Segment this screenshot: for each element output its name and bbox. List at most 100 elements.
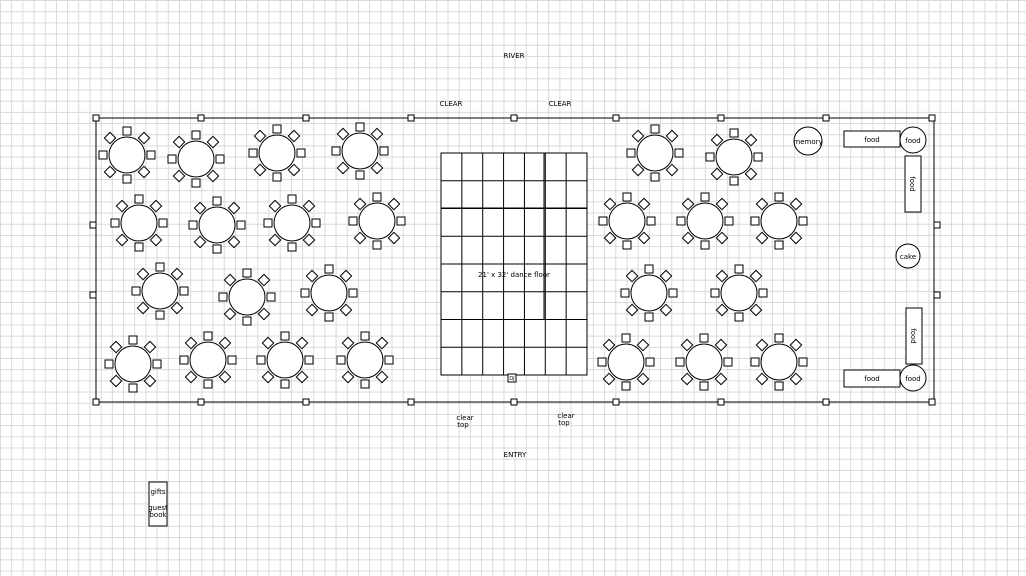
chair: [324, 264, 334, 274]
chair: [341, 370, 355, 384]
round-table: [750, 192, 808, 250]
chair: [370, 127, 384, 141]
table-top: [198, 206, 236, 244]
tables: [98, 122, 808, 393]
chair: [143, 374, 157, 388]
chair: [755, 231, 769, 245]
table-top: [273, 204, 311, 242]
chair: [128, 335, 138, 345]
chair: [636, 372, 650, 386]
chair: [360, 379, 370, 389]
chair: [103, 131, 117, 145]
chair: [300, 288, 310, 298]
chair: [212, 196, 222, 206]
chair: [680, 372, 694, 386]
chair: [370, 161, 384, 175]
chair: [387, 197, 401, 211]
chair: [115, 199, 129, 213]
chair: [622, 192, 632, 202]
svg-text:food: food: [905, 375, 920, 383]
round-table: [348, 192, 406, 250]
chair: [218, 370, 232, 384]
chair: [789, 338, 803, 352]
chair: [167, 154, 177, 164]
chair: [172, 169, 186, 183]
chair: [218, 292, 228, 302]
chair: [644, 312, 654, 322]
svg-text:book: book: [149, 511, 167, 519]
chair: [665, 129, 679, 143]
chair: [372, 240, 382, 250]
table-top: [685, 343, 723, 381]
chair: [184, 336, 198, 350]
chair: [755, 372, 769, 386]
chair: [749, 303, 763, 317]
chair: [193, 235, 207, 249]
chair: [104, 359, 114, 369]
chair: [324, 312, 334, 322]
chair: [341, 336, 355, 350]
chair: [396, 216, 406, 226]
chair: [637, 231, 651, 245]
chair: [715, 303, 729, 317]
clear-top-left-line1: clear: [456, 414, 473, 422]
round-table: [167, 130, 225, 188]
chair: [650, 172, 660, 182]
chair: [621, 333, 631, 343]
round-table: [188, 196, 246, 254]
round-table: [676, 192, 734, 250]
chair: [122, 174, 132, 184]
chair: [749, 269, 763, 283]
chair: [227, 201, 241, 215]
chair: [336, 161, 350, 175]
svg-text:guest: guest: [148, 504, 168, 512]
chair: [622, 240, 632, 250]
chair: [137, 131, 151, 145]
chair: [268, 199, 282, 213]
gifts-guest-book-table: gifts guest book: [148, 481, 168, 527]
chair: [152, 359, 162, 369]
chair: [191, 130, 201, 140]
chair: [700, 192, 710, 202]
chair: [353, 231, 367, 245]
chair: [729, 176, 739, 186]
entry-label: ENTRY: [504, 451, 527, 459]
chair: [280, 331, 290, 341]
round-table: [597, 333, 655, 391]
chair: [625, 303, 639, 317]
chair: [261, 336, 275, 350]
chair: [203, 379, 213, 389]
svg-text:DJ: DJ: [509, 376, 514, 382]
round-table: [626, 124, 684, 182]
round-table: [705, 128, 763, 186]
chair: [110, 218, 120, 228]
chair: [191, 178, 201, 188]
chair: [734, 264, 744, 274]
clear-label-right: CLEAR: [549, 100, 572, 108]
chair: [242, 316, 252, 326]
table-top: [141, 272, 179, 310]
chair: [387, 231, 401, 245]
dj-booth: DJ: [507, 373, 517, 383]
chair: [302, 233, 316, 247]
chair: [336, 127, 350, 141]
chair: [798, 357, 808, 367]
table-top: [177, 140, 215, 178]
chair: [137, 165, 151, 179]
chair: [253, 163, 267, 177]
chair: [603, 197, 617, 211]
chair: [646, 216, 656, 226]
river-label: RIVER: [503, 52, 524, 60]
svg-text:food: food: [908, 176, 916, 191]
chair: [355, 170, 365, 180]
chair: [115, 233, 129, 247]
chair: [109, 374, 123, 388]
chair: [242, 268, 252, 278]
chair: [103, 165, 117, 179]
chair: [170, 301, 184, 315]
chair: [705, 152, 715, 162]
chair: [750, 357, 760, 367]
chair: [227, 355, 237, 365]
round-table: [248, 124, 306, 182]
chair: [223, 307, 237, 321]
